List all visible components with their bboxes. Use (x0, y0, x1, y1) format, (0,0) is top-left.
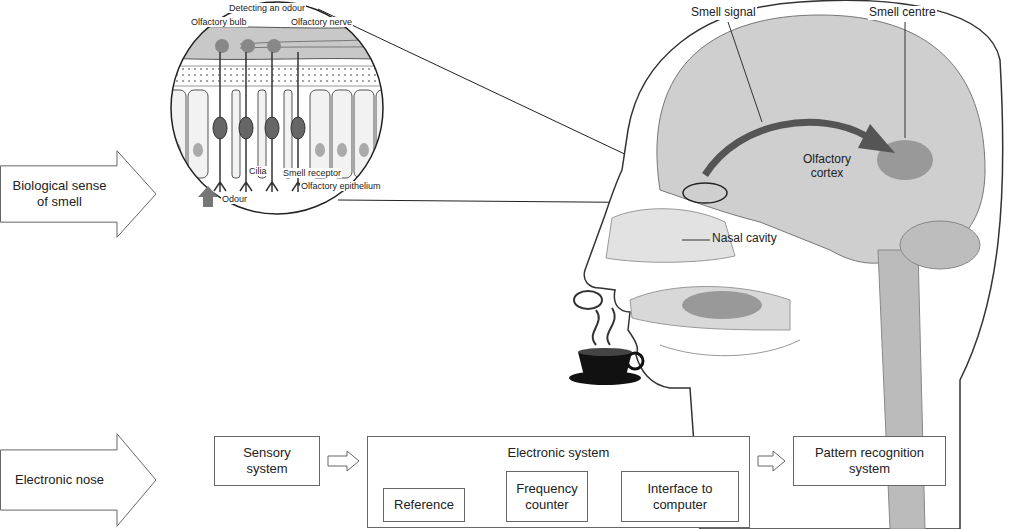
part-label: Cilia (248, 166, 268, 176)
group-box: Electronic systemReference Frequency coun… (367, 436, 750, 528)
part-label: Smell receptor (282, 168, 342, 178)
node-text: Interface to computer (628, 481, 732, 512)
hollow-arrow (758, 451, 785, 471)
process-box: Frequency counter (506, 471, 588, 522)
part-label: Olfactory cortex (795, 153, 859, 181)
spinal-cord (878, 250, 925, 529)
process-box: Sensory system (214, 436, 320, 486)
mouth (630, 287, 790, 331)
odour-arrow (198, 186, 218, 207)
process-box: Pattern recognition system (793, 436, 946, 486)
part-label: Detecting an odour (228, 3, 306, 13)
highlight-ellipse (683, 183, 727, 203)
part-label: Smell centre (868, 6, 937, 20)
tongue (682, 291, 762, 319)
part-label: Olfactory nerve (290, 17, 353, 27)
part-label: Nasal cavity (712, 232, 777, 246)
group-title: Electronic system (368, 445, 749, 461)
node-text: Reference (394, 497, 454, 513)
node-text: Electronic nose (15, 472, 104, 488)
block-arrow: Biological sense of smell (0, 150, 157, 238)
coffee-cup (569, 291, 643, 385)
node-text: Frequency counter (513, 481, 581, 512)
cerebellum (900, 221, 980, 269)
part-label: Smell signal (690, 6, 757, 20)
node-text: Biological sense of smell (6, 178, 113, 209)
inset-circle (171, 2, 383, 214)
part-label: Olfactory epithelium (300, 181, 382, 191)
process-box: Interface to computer (621, 471, 739, 522)
part-label: Odour (221, 194, 248, 204)
node-text: Pattern recognition system (800, 445, 939, 476)
block-arrow-outline (1, 151, 157, 238)
part-label: Olfactory bulb (190, 17, 248, 27)
olfactory-inset (160, 0, 400, 220)
process-box: Reference (383, 488, 465, 522)
node-text: Sensory system (221, 445, 313, 476)
block-arrow: Electronic nose (0, 433, 157, 527)
hollow-arrow (328, 451, 359, 471)
block-arrow-outline (1, 434, 157, 527)
